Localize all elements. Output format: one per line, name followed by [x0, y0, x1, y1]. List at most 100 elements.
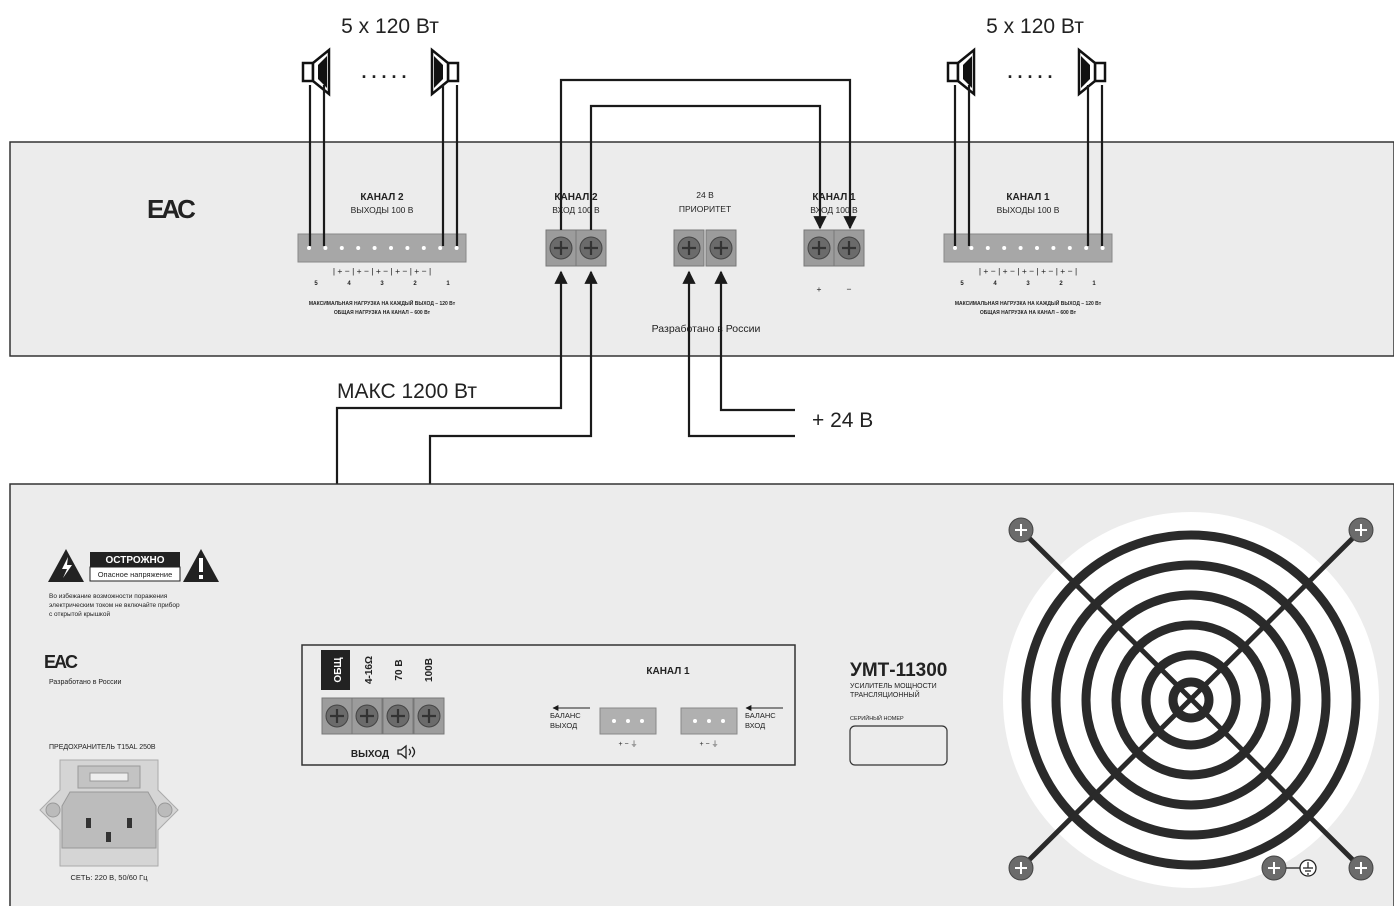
module-made-in: Разработано в России: [652, 323, 761, 335]
supply-wire: [682, 270, 795, 438]
pin-number: 2: [1059, 281, 1063, 287]
ch1-input-sub: ВХОД 100 В: [810, 205, 858, 215]
terminal-pin: [323, 246, 328, 250]
terminal-pin: [454, 246, 459, 250]
ch2-outputs-sub: ВЫХОДЫ 100 В: [351, 205, 414, 215]
fan-screw: [1008, 517, 1034, 543]
ground-screw: [1261, 855, 1287, 881]
pin-number: 5: [960, 281, 964, 287]
fuse-label: ПРЕДОХРАНИТЕЛЬ T15AL 250B: [49, 744, 156, 751]
pin-number: 4: [993, 281, 997, 287]
terminal-pin: [1002, 246, 1007, 250]
pin-number: 1: [446, 281, 450, 287]
terminal-pin: [1051, 246, 1056, 250]
speaker-ellipsis: . . . . .: [361, 62, 406, 82]
terminal-pin: [421, 246, 426, 250]
supply-wire: [714, 270, 795, 412]
xlr-pins-in: + − ⏚: [699, 740, 718, 748]
terminal-pin: [438, 246, 443, 250]
terminal-label-4-16ohm: 4-16Ω: [364, 656, 375, 684]
warning-title-box: [90, 552, 180, 567]
terminal-pin: [953, 246, 957, 250]
ch1-outputs-sub: ВЫХОДЫ 100 В: [997, 205, 1060, 215]
terminal-pin: [985, 246, 990, 250]
ch1-input-terminal: [832, 228, 866, 268]
terminal-pin: [389, 246, 393, 250]
mains-socket: [39, 759, 179, 867]
output-label: ВЫХОД: [351, 749, 389, 760]
pin-number: 1: [1092, 281, 1096, 287]
ch1-load-note-total: ОБЩАЯ НАГРУЗКА НА КАНАЛ – 600 Вт: [980, 310, 1077, 316]
ch2-input-sub: ВХОД 100 В: [552, 205, 600, 215]
eac-mark: EAC: [147, 194, 196, 224]
pin-number: 5: [314, 281, 318, 287]
terminal-label-100v: 100В: [424, 658, 435, 682]
exclamation-icon: [183, 549, 219, 582]
io-panel: [301, 644, 796, 766]
ch2-input-terminal: [574, 228, 608, 268]
ch2-input-terminal: [544, 228, 578, 268]
ch2-pin-signs: | + − | + − | + − | + − | + − |: [333, 266, 431, 276]
terminal-pin: [1067, 246, 1072, 250]
speakers-right-label: 5 x 120 Вт: [986, 15, 1084, 38]
pin-number: 3: [1026, 281, 1030, 287]
supply-voltage-label: + 24 В: [812, 409, 873, 432]
pin-number: 3: [380, 281, 384, 287]
output-terminal: [381, 696, 415, 736]
terminal-label-70v: 70 В: [394, 659, 405, 680]
ch2-pin-numbers: 5 4 3 2 1: [314, 281, 450, 287]
speaker-icon: [430, 48, 460, 96]
terminal-pin: [405, 246, 410, 250]
priority-terminal: [672, 228, 706, 268]
balanced-input-connector: [680, 707, 738, 735]
balanced-in-label: ВХОД: [745, 721, 765, 730]
model-name: УМТ-11300: [850, 660, 947, 681]
fan-screw: [1348, 517, 1374, 543]
warning-text-line: Во избежание возможности поражения: [49, 592, 168, 600]
terminal-pin: [1035, 246, 1039, 250]
terminal-pin: [339, 246, 344, 250]
speaker-symbol-icon: [397, 744, 416, 760]
ch2-input-title: КАНАЛ 2: [554, 192, 598, 203]
ch1-pin-numbers: 5 4 3 2 1: [960, 281, 1096, 287]
ch1-input-title: КАНАЛ 1: [812, 192, 856, 203]
amp-eac-mark: EAC: [44, 652, 78, 672]
model-subtitle: УСИЛИТЕЛЬ МОЩНОСТИ: [850, 683, 937, 690]
terminal-pin: [356, 246, 361, 250]
warning-sub-box: [89, 566, 181, 582]
ch1-load-note: МАКСИМАЛЬНАЯ НАГРУЗКА НА КАЖДЫЙ ВЫХОД – …: [955, 299, 1102, 307]
fan-screw: [1348, 855, 1374, 881]
terminal-label-common: ОБЩ: [333, 657, 344, 683]
ch2-load-note: МАКСИМАЛЬНАЯ НАГРУЗКА НА КАЖДЫЙ ВЫХОД – …: [309, 299, 456, 307]
output-terminal: [320, 696, 354, 736]
balanced-in-label: БАЛАНС: [745, 711, 776, 720]
warning-icon: [48, 549, 84, 582]
mains-label: СЕТЬ: 220 В, 50/60 Гц: [70, 873, 148, 882]
ch1-input-plus: +: [817, 284, 822, 294]
speaker-ellipsis: . . . . .: [1007, 62, 1052, 82]
xlr-pins-out: + − ⏚: [618, 740, 637, 748]
ch1-input-terminal: [802, 228, 836, 268]
terminal-pin: [307, 246, 311, 250]
amp-made-in: Разработано в России: [49, 678, 122, 686]
warning-sub: Опасное напряжение: [98, 570, 173, 579]
balanced-output-connector: [599, 707, 657, 735]
serial-label: СЕРИЙНЫЙ НОМЕР: [850, 714, 904, 722]
pin-number: 4: [347, 281, 351, 287]
balanced-out-label: БАЛАНС: [550, 711, 581, 720]
warning-text-line: с открытой крышкой: [49, 610, 110, 618]
priority-label: ПРИОРИТЕТ: [679, 204, 731, 214]
terminal-pin: [372, 246, 377, 250]
speakers-left-label: 5 x 120 Вт: [341, 15, 439, 38]
ch1-input-minus: −: [847, 284, 852, 294]
warning-title: ОСТРОЖНО: [105, 555, 164, 566]
terminal-pin: [1084, 246, 1089, 250]
terminal-pin: [1018, 246, 1023, 250]
output-terminal: [412, 696, 446, 736]
ch2-outputs-title: КАНАЛ 2: [360, 192, 404, 203]
warning-text-line: электрическим током не включайте прибор: [49, 601, 180, 609]
priority-terminal: [704, 228, 738, 268]
balanced-out-label: ВЫХОД: [550, 721, 577, 730]
bridge-wire: [559, 78, 857, 230]
